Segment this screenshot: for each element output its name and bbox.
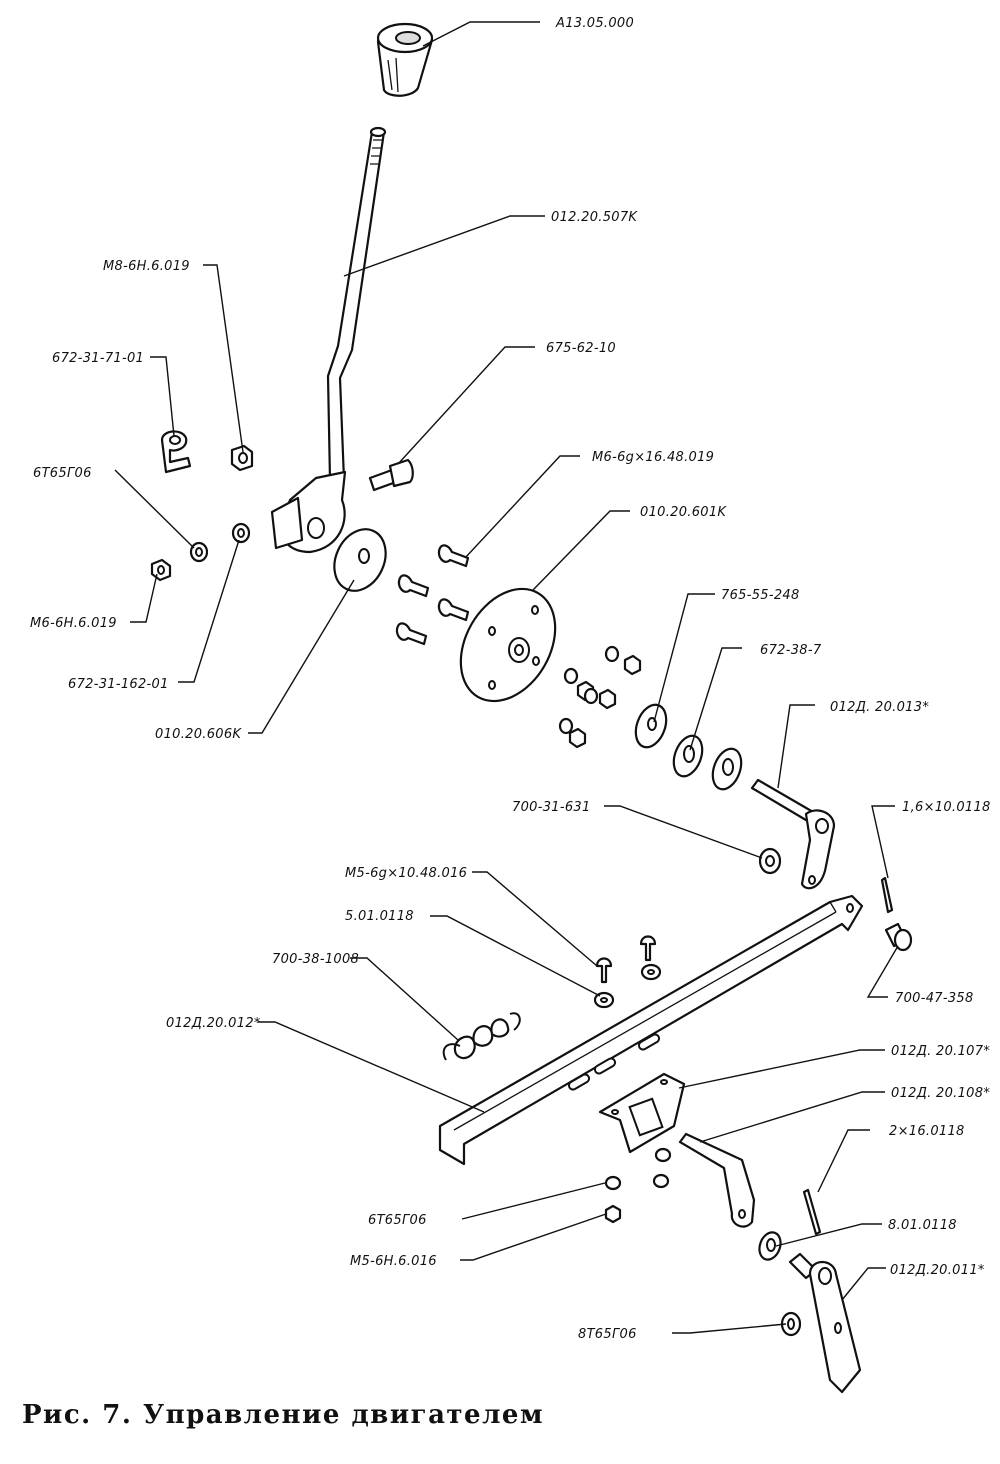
shaft-lever-part xyxy=(750,778,836,890)
label-washer-8: 8.01.0118 xyxy=(888,1218,957,1233)
label-cotter-pin-small: 1,6×10.0118 xyxy=(902,800,991,815)
label-set-screw: 675-62-10 xyxy=(546,341,616,356)
friction-disc-part xyxy=(333,528,387,592)
label-screw-m5: M5-6g×10.48.016 xyxy=(345,866,467,881)
cotter-pin-small-part xyxy=(880,876,894,914)
small-lever-part xyxy=(678,1132,756,1228)
lower-nuts-part xyxy=(604,1147,672,1224)
label-washer-5: 5.01.0118 xyxy=(345,909,414,924)
washer-765-part xyxy=(634,703,668,749)
label-bracket: 012Д. 20.107* xyxy=(891,1044,990,1059)
label-shaft-lever: 012Д. 20.013* xyxy=(830,700,929,715)
label-washer-8t: 8T65Г06 xyxy=(578,1327,637,1342)
sector-disc-part xyxy=(459,587,557,703)
set-screw-part xyxy=(368,458,414,492)
label-spring: 700-38-1008 xyxy=(272,952,359,967)
label-pin: 700-47-358 xyxy=(895,991,974,1006)
part-labels: A13.05.000 012.20.507K M8-6H.6.019 672-3… xyxy=(30,16,991,1342)
label-nut-m8: M8-6H.6.019 xyxy=(103,259,190,274)
nut-m8-part xyxy=(230,444,254,472)
label-spring-washer: 672-38-7 xyxy=(760,643,822,658)
screw-m5-part xyxy=(595,935,657,984)
label-washer-765: 765-55-248 xyxy=(721,588,800,603)
label-nut-m5: M5-6H.6.016 xyxy=(350,1254,437,1269)
label-end-lever: 012Д.20.011* xyxy=(890,1263,985,1278)
label-lock-plate: 672-31-71-01 xyxy=(52,351,144,366)
washer-6t-part xyxy=(189,541,209,563)
washer-672-part xyxy=(231,522,251,544)
cotter-pin-large-part xyxy=(802,1188,822,1236)
pin-part xyxy=(884,922,913,952)
label-cotter-pin-large: 2×16.0118 xyxy=(889,1124,965,1139)
leader-lines xyxy=(114,21,899,1334)
bracket-part xyxy=(598,1072,686,1154)
label-sector-disc: 010.20.601K xyxy=(640,505,727,520)
long-rod-part xyxy=(438,894,864,1166)
bolt-m6-part xyxy=(395,544,470,646)
label-washer-6t-lower: 6T65Г06 xyxy=(368,1213,427,1228)
label-lever-rod: 012.20.507K xyxy=(551,210,638,225)
label-long-rod: 012Д.20.012* xyxy=(166,1016,261,1031)
small-nuts-cluster xyxy=(558,645,642,749)
label-friction-disc: 010.20.606K xyxy=(155,727,242,742)
end-lever-part xyxy=(788,1252,862,1394)
lock-plate-part xyxy=(160,430,192,474)
label-small-lever: 012Д. 20.108* xyxy=(891,1086,990,1101)
label-washer-6t: 6T65Г06 xyxy=(33,466,92,481)
label-washer-672: 672-31-162-01 xyxy=(68,677,169,692)
label-nut-m6: M6-6H.6.019 xyxy=(30,616,117,631)
label-washer-700: 700-31-631 xyxy=(512,800,591,815)
label-knob: A13.05.000 xyxy=(555,16,634,31)
lever-rod-part xyxy=(270,126,387,554)
figure-caption: Рис. 7. Управление двигателем xyxy=(22,1400,545,1430)
washer-700-part xyxy=(758,847,782,875)
nut-m6-part xyxy=(150,558,172,582)
knob-part xyxy=(376,22,434,97)
spring-part xyxy=(442,1012,521,1061)
spring-washer-part xyxy=(672,734,743,791)
label-bolt-m6: M6-6g×16.48.019 xyxy=(592,450,714,465)
washer-8-part xyxy=(758,1231,782,1261)
